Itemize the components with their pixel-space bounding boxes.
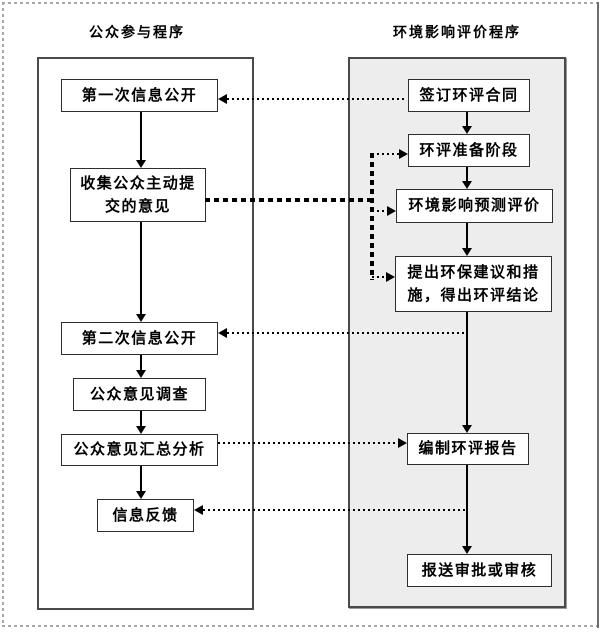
dotted-summary-to-report bbox=[218, 442, 398, 444]
dashed-trunk-horizontal bbox=[205, 198, 374, 202]
node-compile-eia-report: 编制环评报告 bbox=[407, 433, 529, 465]
arrow-prediction-to-conclusion bbox=[462, 223, 472, 256]
arrow-first-disclosure-to-collect bbox=[136, 112, 146, 168]
node-public-opinion-survey: 公众意见调查 bbox=[73, 378, 206, 411]
dotted-branch-to-conclusion bbox=[372, 276, 386, 278]
arrow-contract-to-preparation bbox=[462, 112, 472, 134]
page-border-bottom bbox=[2, 625, 598, 627]
dotted-contract-to-first-disclosure bbox=[227, 98, 407, 100]
dotted-branch-to-preparation bbox=[372, 153, 399, 155]
dotted-conclusion-to-second-disclosure bbox=[227, 332, 467, 334]
arrow-second-disclosure-to-survey bbox=[136, 355, 146, 378]
node-submit-for-approval: 报送审批或审核 bbox=[407, 554, 552, 587]
page-border-right bbox=[597, 2, 599, 628]
node-sign-eia-contract: 签订环评合同 bbox=[408, 79, 530, 112]
node-opinion-summary-analysis: 公众意见汇总分析 bbox=[61, 434, 218, 466]
node-second-info-disclosure: 第二次信息公开 bbox=[61, 322, 218, 355]
page-border-left bbox=[2, 2, 4, 626]
node-impact-prediction-assessment: 环境影响预测评价 bbox=[396, 189, 553, 223]
arrow-collect-to-second-disclosure bbox=[136, 222, 146, 322]
node-suggestions-and-conclusion: 提出环保建议和措 施，得出环评结论 bbox=[395, 256, 552, 312]
node-eia-preparation-stage: 环评准备阶段 bbox=[408, 134, 530, 167]
arrow-report-to-approval bbox=[462, 465, 472, 554]
node-first-info-disclosure: 第一次信息公开 bbox=[61, 79, 218, 112]
node-information-feedback: 信息反馈 bbox=[97, 499, 194, 532]
dashed-trunk-vertical bbox=[370, 153, 374, 280]
arrow-summary-to-feedback bbox=[136, 466, 146, 499]
dotted-report-to-feedback bbox=[203, 509, 467, 511]
dotted-branch-to-prediction bbox=[372, 210, 387, 212]
node-collect-public-opinions: 收集公众主动提 交的意见 bbox=[70, 168, 206, 222]
right-column-title: 环境影响评价程序 bbox=[393, 24, 521, 40]
arrow-preparation-to-prediction bbox=[462, 167, 472, 189]
page-border-top bbox=[2, 2, 598, 4]
arrow-survey-to-summary bbox=[136, 411, 146, 434]
arrow-conclusion-to-report bbox=[462, 312, 472, 433]
left-column-title: 公众参与程序 bbox=[89, 24, 185, 40]
